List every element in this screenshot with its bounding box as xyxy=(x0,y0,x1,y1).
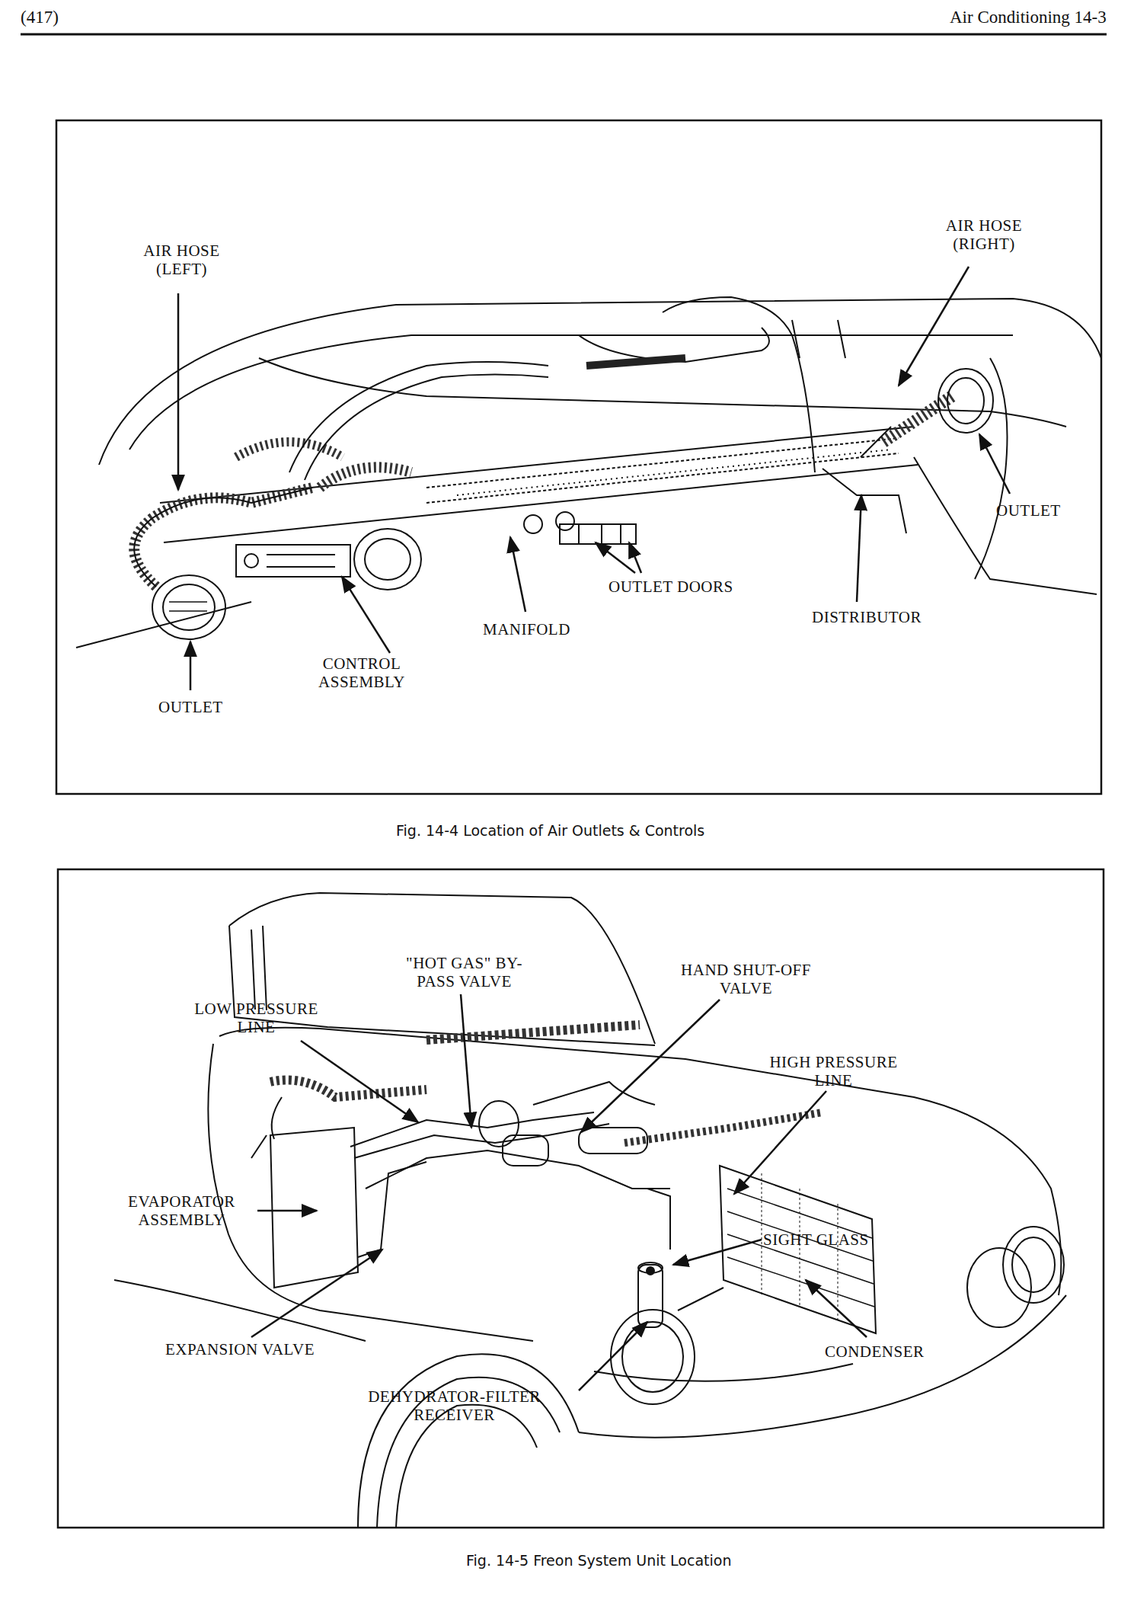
figure-frame xyxy=(57,868,1104,1527)
car-drawing xyxy=(114,892,1067,1527)
section-header: Air Conditioning 14-3 xyxy=(949,7,1107,28)
leader-lines xyxy=(178,266,1010,1390)
part-label: OUTLET xyxy=(158,697,224,716)
part-label: OUTLET xyxy=(996,501,1061,520)
part-label: AIR HOSE (LEFT) xyxy=(130,241,234,278)
part-label: "HOT GAS" BY-PASS VALVE xyxy=(389,953,539,991)
part-label: HAND SHUT-OFF VALVE xyxy=(664,960,828,997)
part-label: HIGH PRESSURE LINE xyxy=(751,1052,916,1090)
part-label: CONDENSER xyxy=(824,1341,925,1361)
part-label: EVAPORATOR ASSEMBLY xyxy=(111,1191,253,1229)
figure-caption: Fig. 14-4 Location of Air Outlets & Cont… xyxy=(396,822,705,840)
part-label: AIR HOSE (RIGHT) xyxy=(930,216,1038,253)
part-label: OUTLET DOORS xyxy=(608,577,734,596)
part-label: LOW PRESSURE LINE xyxy=(178,999,335,1036)
part-label: MANIFOLD xyxy=(482,619,571,639)
page-number: (417) xyxy=(20,7,59,28)
part-label: DEHYDRATOR-FILTER RECEIVER xyxy=(349,1386,560,1424)
figure-frame xyxy=(56,120,1102,794)
part-label: CONTROL ASSEMBLY xyxy=(304,654,419,691)
part-label: EXPANSION VALVE xyxy=(165,1339,315,1358)
figure-caption: Fig. 14-5 Freon System Unit Location xyxy=(466,1552,732,1569)
header-rule xyxy=(20,33,1107,36)
part-label: SIGHT GLASS xyxy=(763,1229,869,1249)
dashboard-drawing xyxy=(76,297,1102,648)
part-label: DISTRIBUTOR xyxy=(811,607,922,627)
